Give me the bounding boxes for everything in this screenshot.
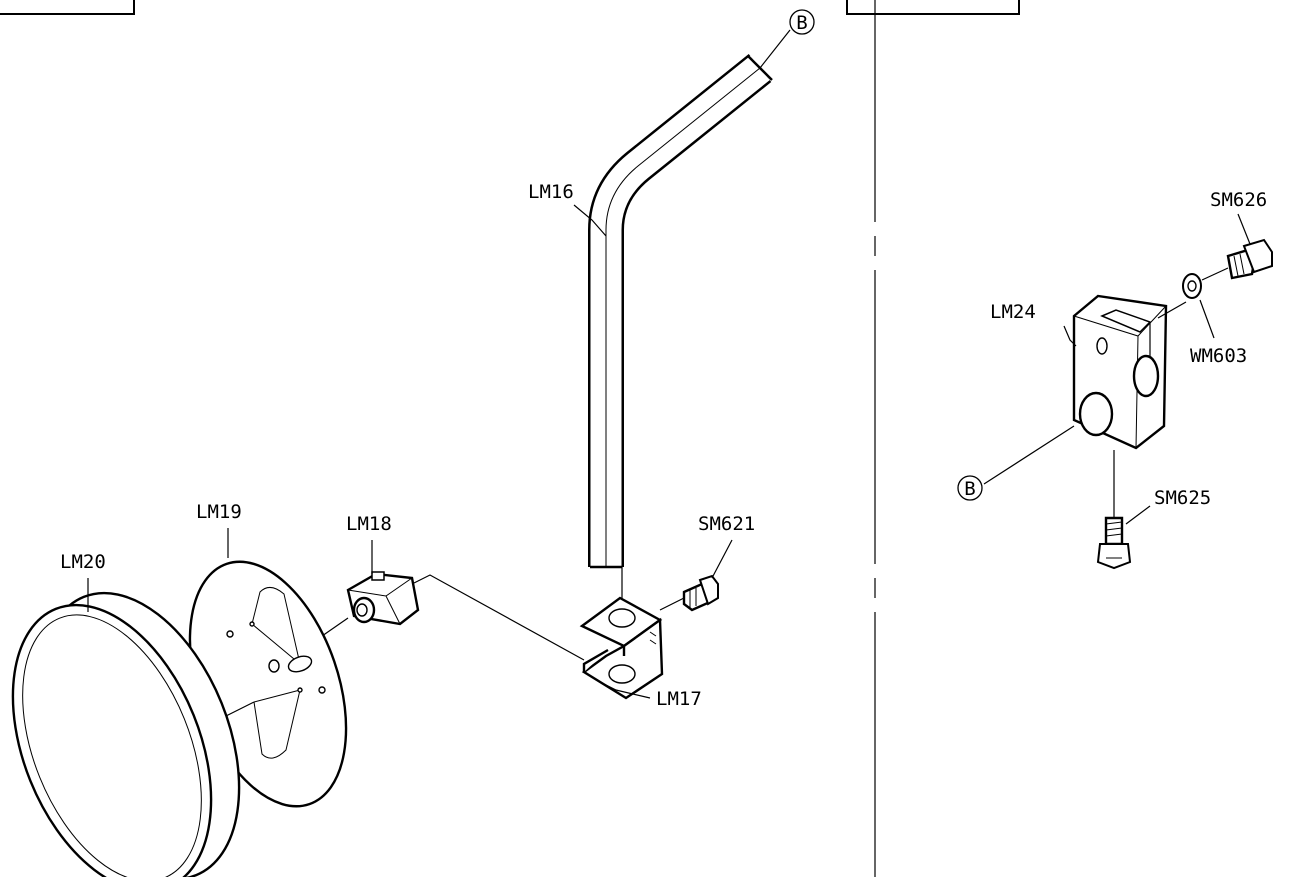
leader-b-right bbox=[983, 425, 1075, 485]
leader-b-top bbox=[759, 29, 791, 69]
label-sm626: SM626 bbox=[1210, 189, 1267, 211]
marker-b-right: B bbox=[957, 475, 983, 501]
sm625-screw-part bbox=[1096, 516, 1132, 570]
label-lm24: LM24 bbox=[990, 301, 1036, 323]
sm621-screw-part bbox=[659, 574, 719, 612]
lm18-block-part bbox=[249, 571, 420, 687]
leader-lines bbox=[87, 29, 1251, 699]
lm18-to-lm17-assembly-line bbox=[413, 574, 585, 661]
marker-b-right-label: B bbox=[964, 478, 975, 500]
lm20-cover-part bbox=[11, 591, 241, 877]
leader-sm621 bbox=[711, 539, 733, 579]
label-sm621: SM621 bbox=[698, 513, 755, 535]
leader-lm24 bbox=[1063, 325, 1077, 347]
label-wm603: WM603 bbox=[1190, 345, 1247, 367]
sm626-screw-part bbox=[1226, 238, 1273, 280]
label-lm17: LM17 bbox=[656, 688, 702, 710]
leader-lm17 bbox=[599, 681, 651, 699]
lm17-bracket-part bbox=[579, 596, 664, 700]
label-lm16: LM16 bbox=[528, 181, 574, 203]
label-sm625: SM625 bbox=[1154, 487, 1211, 509]
lm16-rod-part bbox=[588, 53, 773, 604]
wm603-washer-part bbox=[1182, 267, 1229, 299]
title-block-frame bbox=[0, 0, 1020, 15]
leader-sm625 bbox=[1125, 505, 1151, 525]
label-lm19: LM19 bbox=[196, 501, 242, 523]
leader-sm626 bbox=[1237, 213, 1251, 245]
label-lm20: LM20 bbox=[60, 551, 106, 573]
label-lm18: LM18 bbox=[346, 513, 392, 535]
lm24-clamp-block-part bbox=[1072, 294, 1187, 518]
marker-b-top: B bbox=[789, 9, 815, 35]
leader-lm16 bbox=[573, 204, 607, 237]
leader-wm603 bbox=[1199, 299, 1215, 339]
marker-b-top-label: B bbox=[796, 12, 807, 34]
